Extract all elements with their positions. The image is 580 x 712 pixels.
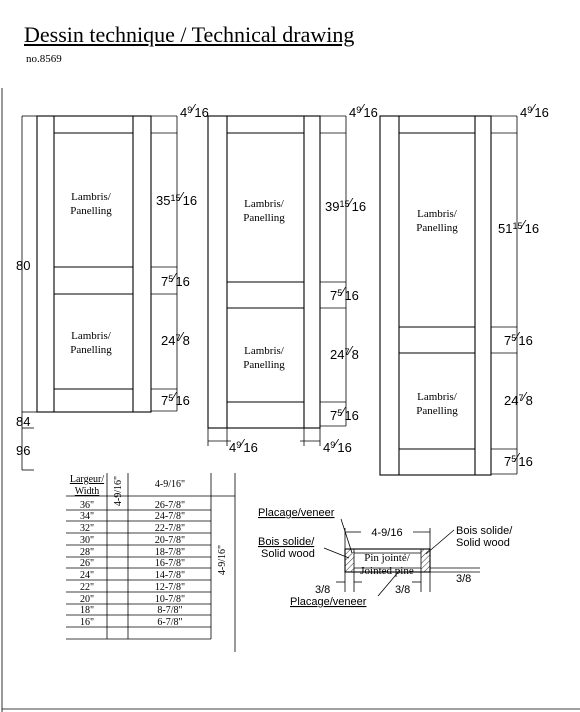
product-number: no.8569: [26, 53, 62, 65]
table-row-2-width: 34": [80, 511, 94, 522]
table-row-2-panel: 24-7/8": [155, 511, 185, 522]
door-1-upper-panel-dim: 3515⁄16: [156, 189, 197, 208]
door-2-upper-panel-label-line2: Panelling: [243, 212, 285, 224]
table-row-9-width: 20": [80, 594, 94, 605]
height-80-label: 80: [16, 258, 30, 273]
table-row-10-panel: 8-7/8": [157, 605, 182, 616]
table-side-rotated: 4-9/16": [217, 545, 228, 575]
table-row-3-width: 32": [80, 523, 94, 534]
door-3-mid-rail-dim: 75⁄16: [504, 329, 533, 348]
table-row-4-panel: 20-7/8": [155, 535, 185, 546]
section-width-dim: 4-9/16: [371, 527, 402, 539]
solid-wood-right-line2: Solid wood: [456, 537, 510, 549]
door-3: Lambris/ Panelling Lambris/ Panelling 49…: [379, 101, 549, 476]
section-solid-right: [420, 548, 431, 573]
veneer-bottom-label: Placage/veneer: [290, 596, 367, 608]
table-row-11-panel: 6-7/8": [157, 617, 182, 628]
door-2-lower-panel-dim: 247⁄8: [330, 343, 359, 362]
door-3-bottom-rail-dim: 75⁄16: [504, 450, 533, 469]
table-row-8-width: 22": [80, 582, 94, 593]
section-dim-right: 3/8: [456, 573, 471, 585]
table-row-7-width: 24": [80, 570, 94, 581]
door-3-lower-panel-label-line2: Panelling: [416, 405, 458, 417]
door-1-bottom-rail-dim: 75⁄16: [161, 389, 190, 408]
core-label-line1: Pin jointé/: [364, 552, 410, 564]
core-label-line2: Jointed pine: [360, 565, 414, 577]
door-1-outline: [36, 115, 152, 413]
door-3-upper-panel-dim: 5115⁄16: [498, 217, 539, 236]
door-1-top-rail-dim: 49⁄16: [180, 101, 209, 120]
table-row-8-panel: 12-7/8": [155, 582, 185, 593]
solid-wood-left-line1: Bois solide/: [258, 536, 315, 548]
table-header-rotated: 4-9/16": [113, 476, 124, 506]
door-2-lower-panel-label-line2: Panelling: [243, 359, 285, 371]
door-3-lower-panel-dim: 247⁄8: [504, 389, 533, 408]
table-row-1-width: 36": [80, 500, 94, 511]
section-dim-mid: 3/8: [395, 584, 410, 596]
door-2-lower-panel-label-line1: Lambris/: [244, 345, 285, 357]
door-3-outline: [379, 115, 492, 476]
height-96-label: 96: [16, 443, 30, 458]
table-row-6-panel: 16-7/8": [155, 558, 185, 569]
door-2-outline: [207, 115, 321, 429]
table-row-1-panel: 26-7/8": [155, 500, 185, 511]
door-3-lower-panel-label-line1: Lambris/: [417, 391, 458, 403]
section-solid-left: [344, 548, 355, 573]
door-2-upper-panel-dim: 3915⁄16: [325, 195, 366, 214]
table-header-panel: 4-9/16": [155, 479, 185, 490]
table-row-7-panel: 14-7/8": [155, 570, 185, 581]
stile-right-dim: 49⁄16: [323, 436, 352, 455]
door-3-top-rail-dim: 49⁄16: [520, 101, 549, 120]
door-1-lower-panel-label-line2: Panelling: [70, 344, 112, 356]
door-2-upper-panel-label-line1: Lambris/: [244, 198, 285, 210]
table-row-5-width: 28": [80, 547, 94, 558]
door-3-upper-panel-label-line2: Panelling: [416, 222, 458, 234]
veneer-top-label: Placage/veneer: [258, 507, 335, 519]
table-row-5-panel: 18-7/8": [155, 547, 185, 558]
door-1-upper-panel-label-line2: Panelling: [70, 205, 112, 217]
table-header-largeur: Largeur/: [70, 474, 104, 485]
door-1-upper-panel-label-line1: Lambris/: [71, 191, 112, 203]
table-row-11-width: 16": [80, 617, 94, 628]
table-row-10-width: 18": [80, 605, 94, 616]
table-row-6-width: 26": [80, 558, 94, 569]
table-row-3-panel: 22-7/8": [155, 523, 185, 534]
table-row-4-width: 30": [80, 535, 94, 546]
door-2: Lambris/ Panelling Lambris/ Panelling 49…: [207, 101, 378, 455]
door-1-mid-rail-dim: 75⁄16: [161, 270, 190, 289]
cross-section: 4-9/16 Placage/veneer Bois solide/ Solid…: [258, 507, 513, 608]
page-title: Dessin technique / Technical drawing: [24, 22, 355, 47]
door-3-upper-panel-label-line1: Lambris/: [417, 208, 458, 220]
solid-wood-left-line2: Solid wood: [261, 548, 315, 560]
door-1-lower-panel-dim: 247⁄8: [161, 329, 190, 348]
height-84-label: 84: [16, 414, 30, 429]
solid-wood-right-line1: Bois solide/: [456, 525, 513, 537]
section-dim-left: 3/8: [315, 584, 330, 596]
table-row-9-panel: 10-7/8": [155, 594, 185, 605]
door-1-lower-panel-label-line1: Lambris/: [71, 330, 112, 342]
door-2-top-rail-dim: 49⁄16: [349, 101, 378, 120]
door-2-bottom-rail-dim: 75⁄16: [330, 404, 359, 423]
door-1: Lambris/ Panelling Lambris/ Panelling 49…: [16, 101, 209, 471]
door-2-mid-rail-dim: 75⁄16: [330, 284, 359, 303]
width-table: Largeur/ Width 4-9/16" 4-9/16" 4-9/16" 3…: [66, 473, 236, 652]
table-header-width: Width: [75, 486, 100, 497]
stile-left-dim: 49⁄16: [229, 436, 258, 455]
